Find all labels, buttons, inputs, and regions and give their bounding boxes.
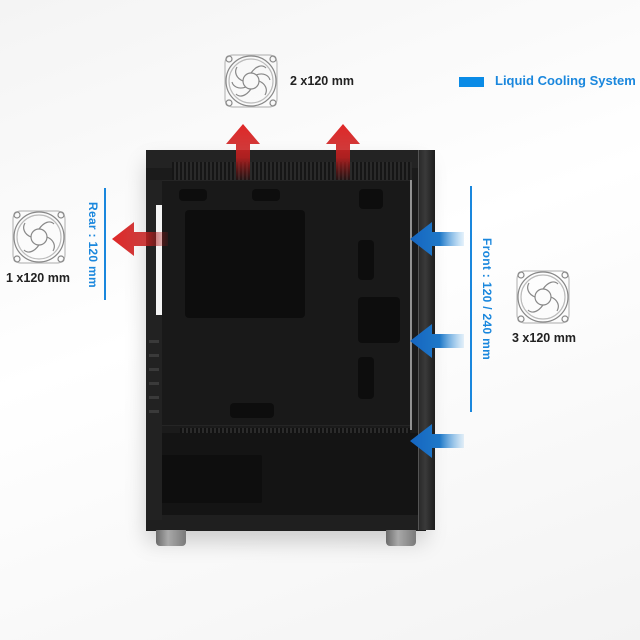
top-mesh-filter — [172, 162, 412, 180]
rear-radiator-line — [104, 188, 106, 300]
intake-arrow-left-icon — [410, 222, 464, 256]
expansion-slot — [149, 354, 159, 357]
fan-icon — [516, 270, 570, 324]
legend-label: Liquid Cooling System — [495, 73, 636, 88]
cable-cutout — [179, 189, 207, 201]
front-glass-edge — [410, 180, 412, 430]
psu-window — [160, 455, 262, 503]
intake-arrow-left-icon — [410, 424, 464, 458]
cable-cutout — [358, 357, 374, 399]
cable-cutout — [358, 297, 400, 343]
rear-radiator-label: Rear : 120 mm — [86, 202, 100, 288]
rear-fan-label: 1 x120 mm — [6, 271, 70, 285]
cable-cutout — [252, 189, 280, 201]
fan-icon — [224, 54, 278, 108]
case-foot — [386, 530, 416, 546]
cable-cutout — [230, 403, 274, 418]
expansion-slot — [149, 340, 159, 343]
exhaust-arrow-up-icon — [326, 124, 360, 180]
case-bottom-panel — [146, 515, 426, 531]
case-foot — [156, 530, 186, 546]
expansion-slot — [149, 368, 159, 371]
expansion-slot — [149, 410, 159, 413]
front-radiator-line — [470, 186, 472, 412]
expansion-slot — [149, 396, 159, 399]
rear-panel-gap — [156, 205, 162, 315]
exhaust-arrow-left-icon — [112, 222, 168, 256]
expansion-slot — [149, 382, 159, 385]
fan-icon — [12, 210, 66, 264]
top-fan-label: 2 x120 mm — [290, 74, 354, 88]
cable-cutout — [358, 240, 374, 280]
cpu-cutout — [185, 210, 305, 318]
front-fan-label: 3 x120 mm — [512, 331, 576, 345]
cable-cutout — [359, 189, 383, 209]
intake-arrow-left-icon — [410, 324, 464, 358]
front-radiator-label: Front : 120 / 240 mm — [480, 238, 494, 361]
exhaust-arrow-up-icon — [226, 124, 260, 180]
legend-swatch — [459, 77, 484, 87]
